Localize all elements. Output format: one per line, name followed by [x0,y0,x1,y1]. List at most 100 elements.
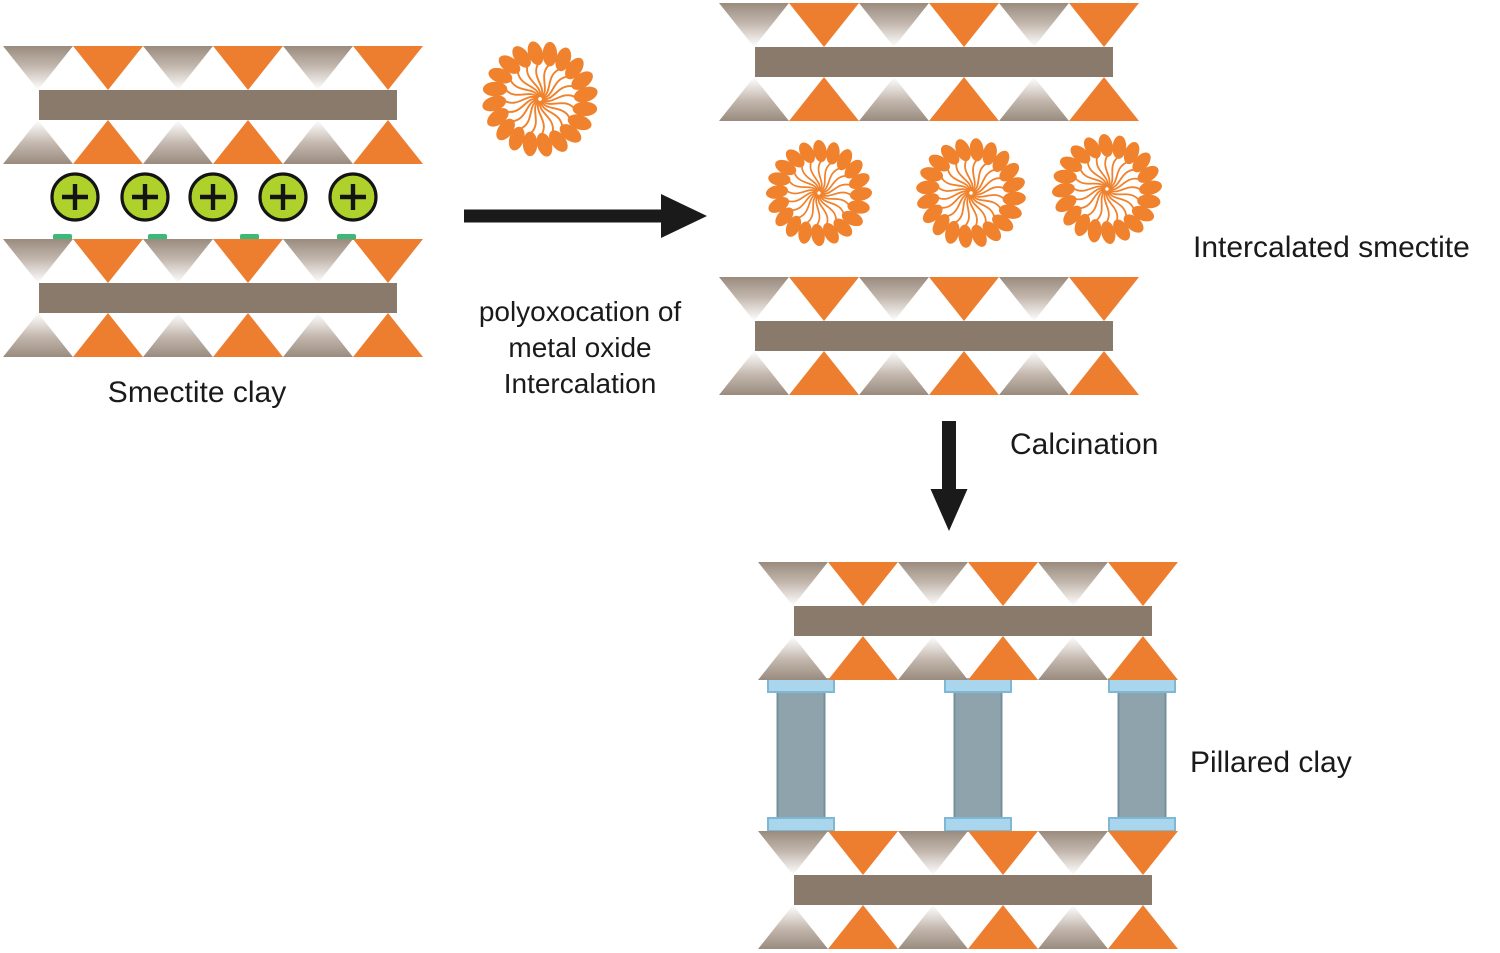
exchangeable-cation [188,172,238,222]
exchangeable-cation [120,172,170,222]
pillar-cap-bottom [1108,817,1176,832]
tetrahedron-up [73,120,143,164]
exchangeable-cation [328,172,378,222]
tetrahedron-up [143,313,213,357]
tetrahedron-up [719,351,789,395]
tetrahedron-up [758,636,828,680]
polyoxocation-flower-icon [1052,134,1162,244]
tetrahedron-down [143,46,213,90]
process-line-1: polyoxocation of [478,296,682,327]
tetrahedron-down [143,239,213,283]
tetrahedron-down [1038,562,1108,606]
exchangeable-cation [50,172,100,222]
tetrahedron-up [1038,636,1108,680]
tetrahedron-down [283,239,353,283]
tetrahedron-up [1108,905,1178,949]
tetrahedron-down [719,3,789,47]
tetrahedron-down [929,3,999,47]
tetrahedron-up [1038,905,1108,949]
tetrahedron-down [929,277,999,321]
octahedral-sheet [755,321,1113,351]
tetrahedron-down [789,277,859,321]
tetrahedron-up [353,313,423,357]
tetrahedron-up [3,313,73,357]
tetrahedron-up [859,351,929,395]
tetrahedron-down [3,46,73,90]
tetrahedron-up [3,120,73,164]
process-line-2: metal oxide [508,332,652,363]
tetrahedron-up [859,77,929,121]
tetrahedron-up [1069,77,1139,121]
tetrahedron-down [789,3,859,47]
pillar-cap-top [944,678,1012,693]
tetrahedron-down [353,46,423,90]
arrow-right-icon [464,194,707,238]
pillar-cap-top [767,678,835,693]
pillar-cap-bottom [944,817,1012,832]
tetrahedron-down [3,239,73,283]
polyoxocation-flower-icon [916,138,1026,248]
residual-cation-mark [148,234,167,240]
residual-cation-mark [337,234,356,240]
octahedral-sheet [794,606,1152,636]
tetrahedron-up [283,313,353,357]
tetrahedron-up [213,313,283,357]
metal-oxide-pillar [767,678,835,832]
clay-layer-intercalated-bottom [719,277,1139,395]
octahedral-sheet [39,90,397,120]
tetrahedron-down [1108,831,1178,875]
tetrahedron-up [1108,636,1178,680]
tetrahedron-down [353,239,423,283]
process-line-3: Intercalation [503,368,657,399]
tetrahedron-down [828,831,898,875]
tetrahedron-up [789,351,859,395]
pillar-shaft [776,691,826,820]
tetrahedron-down [898,831,968,875]
polyoxocation-flower-icon [482,41,598,157]
tetrahedron-down [758,562,828,606]
tetrahedron-up [968,636,1038,680]
polyoxocation-flower-icon [765,139,873,247]
tetrahedron-up [353,120,423,164]
tetrahedron-up [999,77,1069,121]
octahedral-sheet [39,283,397,313]
tetrahedron-down [719,277,789,321]
tetrahedron-up [999,351,1069,395]
tetrahedron-up [968,905,1038,949]
octahedral-sheet [755,47,1113,77]
label-pillared-clay: Pillared clay [1190,746,1352,779]
tetrahedron-down [999,3,1069,47]
metal-oxide-pillar [944,678,1012,832]
tetrahedron-down [1069,3,1139,47]
pillar-cap-top [1108,678,1176,693]
tetrahedron-up [758,905,828,949]
tetrahedron-down [73,239,143,283]
clay-layer-pillared-bottom [758,831,1178,949]
tetrahedron-up [1069,351,1139,395]
metal-oxide-pillar [1108,678,1176,832]
tetrahedron-up [719,77,789,121]
clay-layer-pillared-top [758,562,1178,680]
tetrahedron-down [1038,831,1108,875]
tetrahedron-up [898,636,968,680]
label-smectite-clay: Smectite clay [107,376,287,409]
tetrahedron-down [213,239,283,283]
residual-cation-mark [53,234,72,240]
pillar-shaft [1117,691,1167,820]
tetrahedron-down [73,46,143,90]
tetrahedron-up [789,77,859,121]
label-intercalation-process: polyoxocation of metal oxide Intercalati… [479,294,681,402]
clay-layer-smectite-top [3,46,423,164]
tetrahedron-down [968,562,1038,606]
tetrahedron-up [73,313,143,357]
exchangeable-cation [258,172,308,222]
tetrahedron-up [828,905,898,949]
residual-cation-mark [240,234,259,240]
tetrahedron-up [213,120,283,164]
pillar-cap-bottom [767,817,835,832]
octahedral-sheet [794,875,1152,905]
label-intercalated-smectite: Intercalated smectite [1193,231,1470,264]
tetrahedron-up [898,905,968,949]
